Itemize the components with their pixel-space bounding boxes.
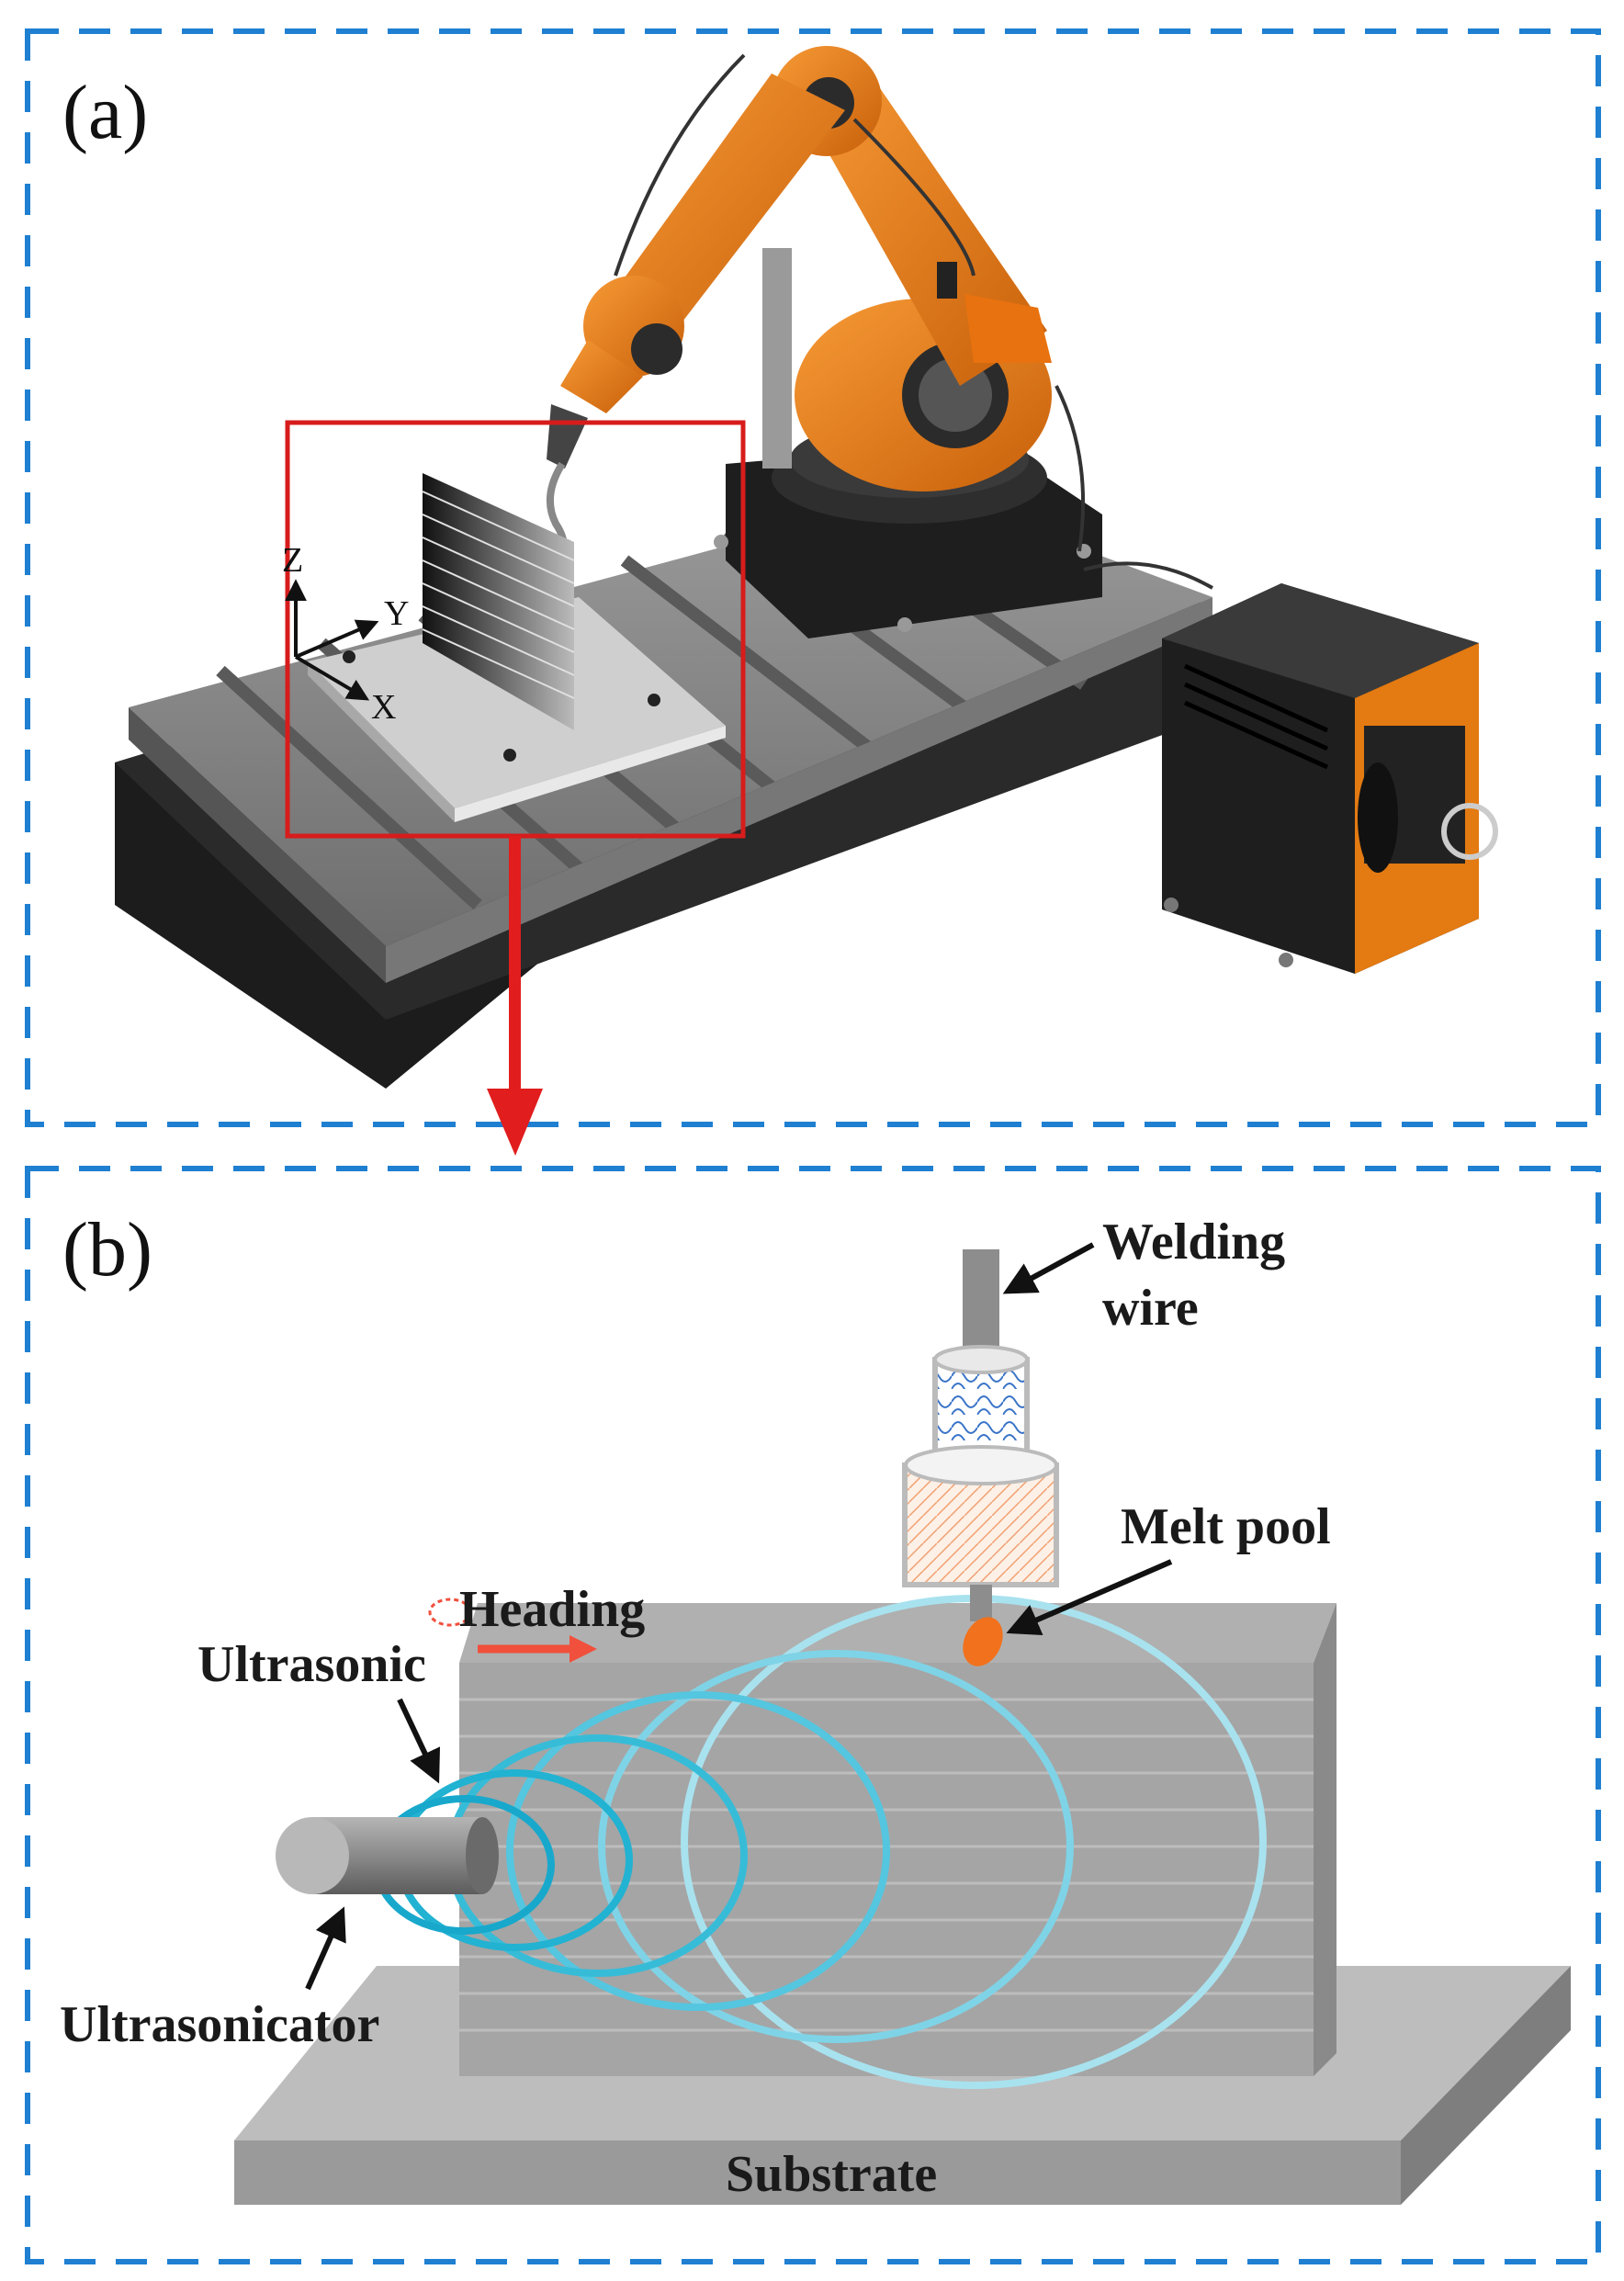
wall-block — [459, 1603, 1336, 2076]
panel-a-label: (a) — [62, 70, 148, 155]
panel-a: (a) — [25, 28, 1601, 1127]
substrate-label: Substrate — [726, 2146, 937, 2203]
panel-b-frame — [25, 1166, 1601, 2264]
panel-a-frame — [25, 28, 1601, 1127]
welding-torch — [902, 1249, 1059, 1621]
axis-y-label: Y — [384, 594, 409, 633]
melt-pool — [963, 1617, 1003, 1666]
ultrasonic-label: Ultrasonic — [197, 1636, 426, 1693]
robot-arm — [546, 46, 1086, 573]
deposited-wall — [308, 473, 726, 822]
heading-label: Heading — [459, 1581, 645, 1638]
welding-wire-label-line1: Welding — [1102, 1214, 1285, 1270]
zoom-arrow — [487, 836, 543, 1156]
ultrasonicator-label: Ultrasonicator — [60, 1996, 379, 2053]
welding-wire-label-line2: wire — [1102, 1280, 1199, 1337]
welding-machine — [1083, 561, 1498, 974]
melt-pool-label: Melt pool — [1121, 1498, 1331, 1555]
ultrasonicator — [276, 1817, 499, 1894]
axis-x-label: X — [371, 688, 396, 727]
axis-z-label: Z — [282, 541, 303, 580]
heading-arrow — [428, 1598, 597, 1663]
coordinate-axes: Z Y X — [282, 541, 409, 727]
panel-b: (b) — [25, 1166, 1601, 2264]
callout-arrows — [305, 1242, 1173, 1991]
panel-b-label: (b) — [62, 1207, 152, 1293]
